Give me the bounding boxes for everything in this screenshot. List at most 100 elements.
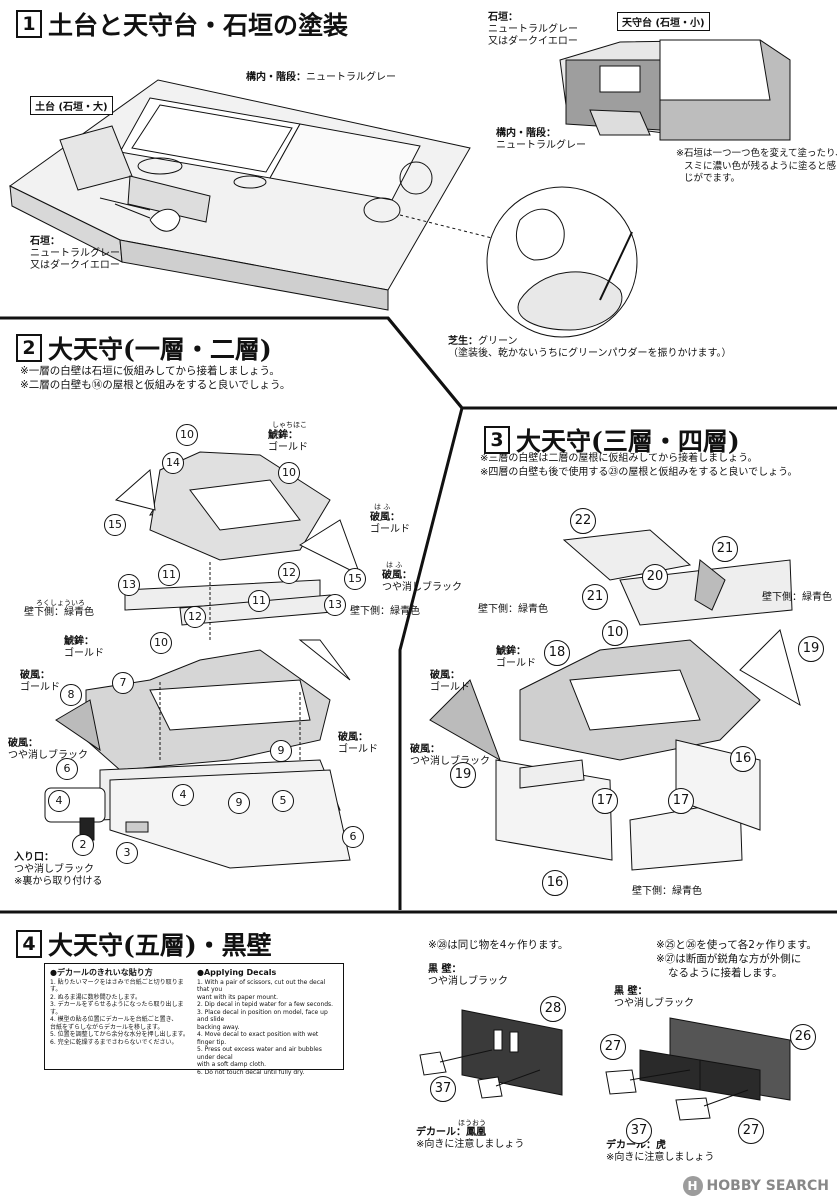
note-line: なるように接着します。: [668, 967, 783, 979]
section-heading: 大天守(一層・二層): [48, 335, 272, 364]
part-number-9: 9: [228, 792, 250, 814]
tier-1-2-assembly: [44, 451, 361, 869]
part-name: 破風：: [370, 512, 400, 523]
part-number-2: 2: [72, 834, 94, 856]
part-name: 構内・階段：: [246, 72, 306, 83]
decal-tiger-label: デカール：虎 ※向きに注意しましょう: [606, 1140, 714, 1164]
guide-step: 1. With a pair of scissors, cut out the …: [197, 978, 326, 994]
part-number-10: 10: [602, 620, 628, 646]
part-name: 入り口：: [14, 852, 54, 863]
guide-step: 5. 位置を調整してから余分な水分を押し出します。: [50, 1031, 189, 1038]
paint-color: ゴールド: [20, 682, 60, 693]
section-number: 3: [484, 426, 510, 454]
lawn-note: （塗装後、乾かないうちにグリーンパウダーを振りかけます。）: [448, 348, 732, 359]
part-name: 構内・階段：: [496, 128, 556, 139]
wall-under-label-a: 壁下側：緑青色: [24, 607, 94, 618]
paint-color: ゴールド: [268, 442, 308, 453]
base-large-label: 土台 (石垣・大): [30, 96, 113, 115]
paint-color: つや消しブラック: [382, 582, 462, 593]
part-name: 鯱鉾：: [64, 636, 94, 647]
black-wall-label-a: 黒 壁： つや消しブラック: [428, 964, 508, 988]
part-number-21: 21: [712, 536, 738, 562]
paint-color: つや消しブラック: [614, 998, 694, 1009]
guide-step: 4. Move decal to exact position with wet…: [197, 1031, 319, 1046]
paint-color-alt: 又はダークイエロー: [488, 36, 578, 47]
hafu-gold-label-a: 破風： ゴールド: [370, 512, 410, 536]
guide-heading: ●Applying Decals: [197, 968, 277, 977]
note-line: ※三層の白壁は二層の屋根に仮組みしてから接着しましょう。: [480, 453, 758, 464]
section-3-notes: ※三層の白壁は二層の屋根に仮組みしてから接着しましょう。 ※四層の白壁も後で使用…: [480, 452, 797, 480]
hafu-black-label-a: 破風： つや消しブラック: [382, 570, 462, 594]
section-1-title: 1 土台と天守台・石垣の塗装: [16, 6, 348, 42]
part-number-15: 15: [344, 568, 366, 590]
part-number-15: 15: [104, 514, 126, 536]
hafu-gold-label-c: 破風： ゴールド: [338, 732, 378, 756]
shachi-label: 鯱鉾： ゴールド: [496, 646, 536, 670]
paint-color: つや消しブラック: [428, 976, 508, 987]
part-number-4: 4: [48, 790, 70, 812]
part-number-7: 7: [112, 672, 134, 694]
tier-5-black-walls: [419, 1009, 791, 1121]
part-number-8: 8: [60, 684, 82, 706]
wall-under-label-b: 壁下側：緑青色: [350, 606, 420, 617]
section-2-notes: ※一層の白壁は石垣に仮組みしてから接着しましょう。 ※二層の白壁も⑭の屋根と仮組…: [20, 364, 290, 392]
part-number-26: 26: [790, 1024, 816, 1050]
decal-note: ※向きに注意しましょう: [606, 1152, 715, 1163]
stonewall-label-a: 石垣： ニュートラルグレー 又はダークイエロー: [30, 236, 120, 272]
tier-3-4-assembly: [429, 529, 801, 871]
part-number-13: 13: [324, 594, 346, 616]
part-name: 破風：: [382, 570, 412, 581]
paint-color: ニュートラルグレー: [488, 24, 578, 35]
section-4-title: 4 大天守(五層)・黒壁: [16, 926, 272, 962]
guide-step: 3. Place decal in position on model, fac…: [197, 1008, 328, 1024]
part-number-19: 19: [798, 636, 824, 662]
section-heading: 土台と天守台・石垣の塗装: [48, 11, 349, 40]
part-number-6: 6: [56, 758, 78, 780]
part-number-19: 19: [450, 762, 476, 788]
part-number-11: 11: [158, 564, 180, 586]
note-line: ※石垣は一つ一つ色を変えて塗ったり、: [676, 148, 837, 159]
note-line: ※㉗は断面が鋭角な方が外側に: [656, 953, 802, 965]
part-number-37: 37: [626, 1118, 652, 1144]
black-wall-label-b: 黒 壁： つや消しブラック: [614, 986, 694, 1010]
guide-step: 6. 完全に乾燥するまでさわらないでください。: [50, 1038, 178, 1046]
part-number-5: 5: [272, 790, 294, 812]
paint-color: グリーン: [478, 336, 518, 347]
decal-phoenix-label: デカール：鳳凰 ※向きに注意しましょう: [416, 1127, 524, 1151]
part-number-16: 16: [730, 746, 756, 772]
part-number-17: 17: [668, 788, 694, 814]
rokusho-ruby: ろくしょういろ: [36, 599, 85, 607]
part-number-3: 3: [116, 842, 138, 864]
part-number-6: 6: [342, 826, 364, 848]
guide-step: backing away.: [197, 1023, 240, 1031]
decal-application-guide: ●デカールのきれいな貼り方 1. 貼りたいマークをはさみで台紙ごと切り取ります。…: [44, 963, 344, 1076]
guide-step: want with its paper mount.: [197, 993, 279, 1001]
shachi-label-a: 鯱鉾： ゴールド: [268, 430, 308, 454]
paint-color: ゴールド: [370, 524, 410, 535]
paint-color: ニュートラルグレー: [306, 72, 396, 83]
part-name: 黒 壁：: [614, 986, 648, 997]
watermark-text: HOBBY SEARCH: [706, 1178, 829, 1194]
guide-step: 1. 貼りたいマークをはさみで台紙ごと切り取ります。: [50, 978, 184, 994]
part-number-16: 16: [542, 870, 568, 896]
part-number-9: 9: [270, 740, 292, 762]
section-number: 4: [16, 930, 42, 958]
guide-step: 6. Do not touch decal until fully dry.: [197, 1068, 305, 1076]
guide-step: with a soft damp cloth.: [197, 1061, 267, 1068]
paint-color: ゴールド: [496, 658, 536, 669]
section-heading: 大天守(三層・四層): [516, 427, 740, 456]
part-name: 鯱鉾：: [496, 646, 526, 657]
part-number-10: 10: [176, 424, 198, 446]
guide-heading: ●デカールのきれいな貼り方: [50, 968, 153, 977]
decal-guide-english: ●Applying Decals 1. With a pair of sciss…: [197, 969, 337, 1076]
hafu-ruby-b: は ふ: [386, 561, 403, 569]
part-number-4: 4: [172, 784, 194, 806]
part-number-14: 14: [162, 452, 184, 474]
section-number: 2: [16, 334, 42, 362]
part-name: 芝生：: [448, 336, 478, 347]
guide-step: 2. ぬるま湯に数秒間ひたします。: [50, 993, 142, 1001]
part-number-22: 22: [570, 508, 596, 534]
decal-note: ※向きに注意しましょう: [416, 1139, 525, 1150]
watermark: H HOBBY SEARCH: [682, 1176, 829, 1196]
